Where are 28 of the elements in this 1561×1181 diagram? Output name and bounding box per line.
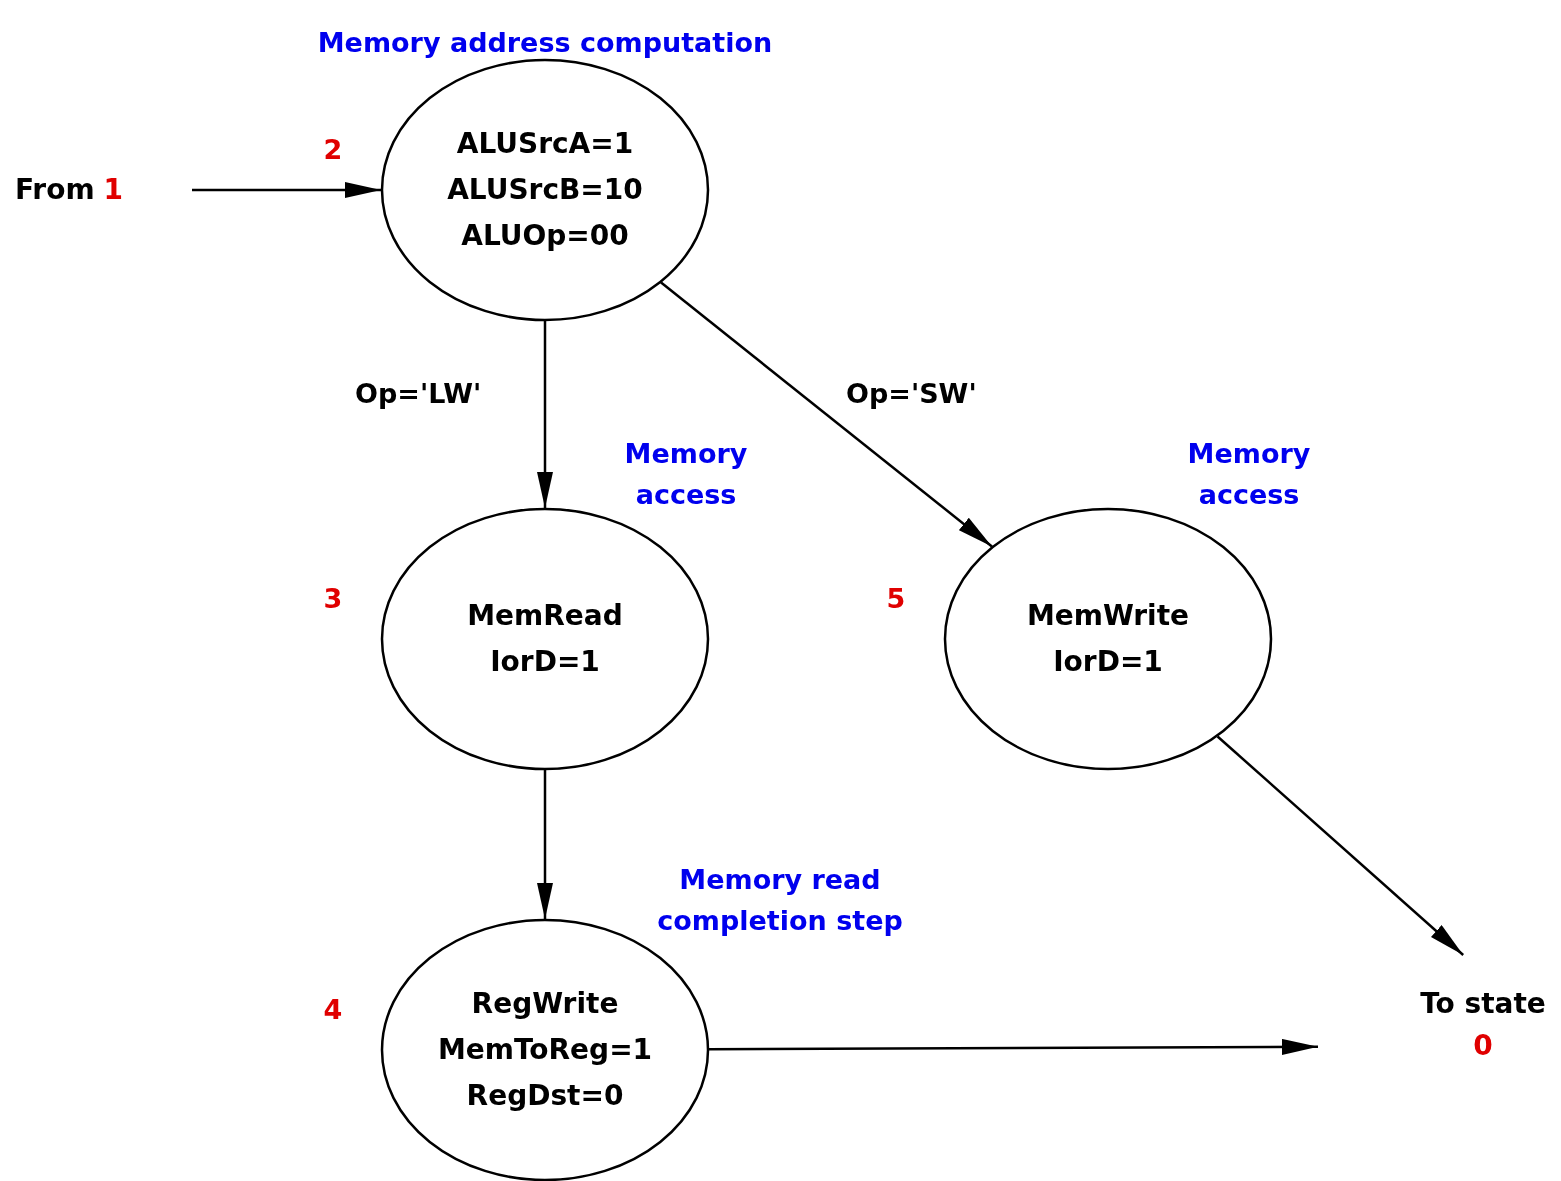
transition-arrow xyxy=(192,182,381,198)
phase-caption: Memory access xyxy=(623,437,749,512)
control-signal-text: ALUOp=00 xyxy=(461,218,629,254)
phase-caption: Memory address computation xyxy=(316,26,774,60)
control-signal-text: RegWrite xyxy=(471,986,619,1022)
control-signal-text: ALUSrcA=1 xyxy=(456,126,634,162)
state-number: 4 xyxy=(322,994,344,1025)
transition-arrow xyxy=(1216,735,1465,956)
transition-arrow xyxy=(709,1038,1318,1055)
control-signal-text: MemToReg=1 xyxy=(437,1032,653,1068)
transition-arrow xyxy=(537,321,553,508)
transition-arrow xyxy=(660,281,993,548)
control-signal-text: IorD=1 xyxy=(1053,644,1163,680)
state-number: 3 xyxy=(322,583,344,614)
control-signal-text: ALUSrcB=10 xyxy=(447,172,643,208)
control-signal-text: RegDst=0 xyxy=(466,1078,624,1114)
phase-caption: Memory access xyxy=(1186,437,1312,512)
transition-arrow xyxy=(537,770,553,919)
state-number: 2 xyxy=(322,134,344,165)
state-number: 5 xyxy=(885,583,907,614)
state-number: 1 xyxy=(103,172,124,208)
phase-caption: Memory read completion step xyxy=(656,863,904,938)
control-signal-text: MemRead xyxy=(467,598,623,634)
state-reference-text: To state xyxy=(1420,986,1546,1022)
state-number: 0 xyxy=(1473,1028,1493,1064)
control-signal-text: MemWrite xyxy=(1026,598,1190,634)
state-reference-text: From xyxy=(15,172,95,208)
control-signal-text: IorD=1 xyxy=(490,644,600,680)
